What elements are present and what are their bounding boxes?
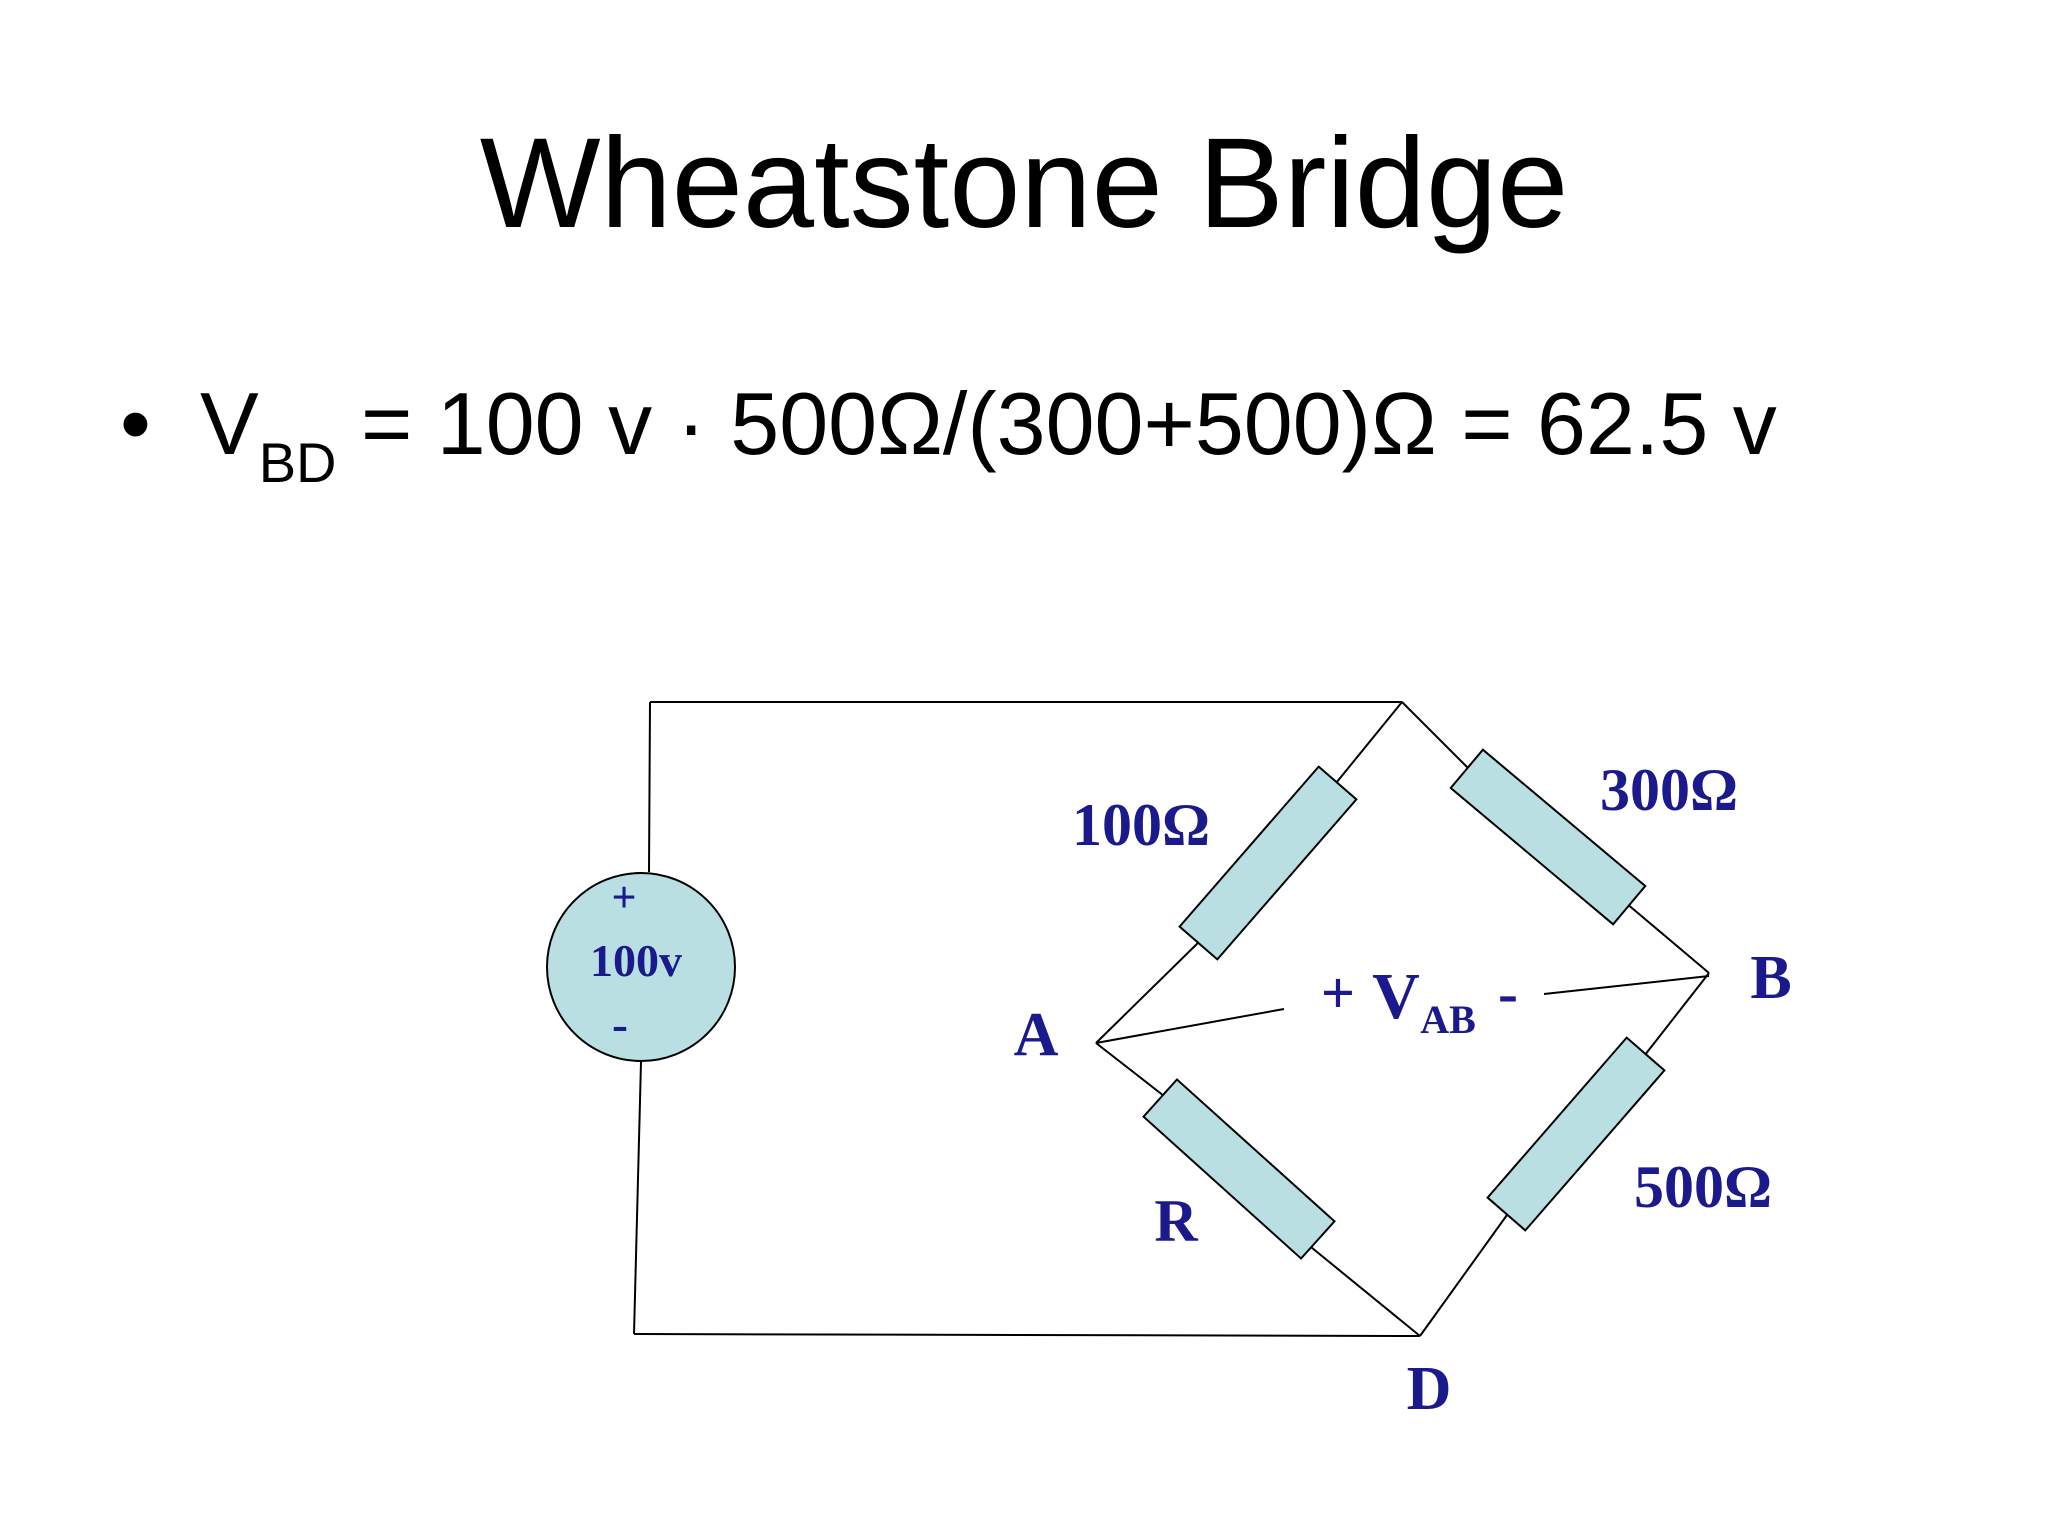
formula-expression: = 100 v · 500Ω/(300+500)Ω = 62.5 v [336,374,1777,473]
wire-300ohm-to-b [1625,902,1710,974]
meter-plus-label: + [1321,960,1355,1026]
wire-top-to-100ohm [1331,701,1403,789]
resistor-300ohm [1449,748,1647,926]
resistor-500ohm [1486,1036,1666,1232]
meter-variable-label: V [1372,960,1420,1033]
wire-left-upper [648,701,651,873]
formula-variable: V [200,374,259,473]
voltage-source [546,872,736,1062]
wire-bottom [633,1333,1421,1337]
source-value-label: 100v [590,935,682,986]
slide-title: Wheatstone Bridge [479,112,1569,255]
node-a-label: A [1014,1001,1059,1069]
wire-meter-left [1095,1008,1285,1044]
wire-500ohm-to-d [1419,1207,1513,1337]
resistor-100ohm [1178,765,1358,961]
wire-b-to-500ohm [1640,972,1710,1061]
meter-variable-subscript: AB [1420,997,1476,1042]
bullet-symbol: • [120,374,151,473]
resistor-500ohm-label: 500Ω [1634,1154,1772,1220]
resistor-100ohm-label: 100Ω [1072,792,1210,858]
resistor-300ohm-label: 300Ω [1600,757,1738,823]
node-d-label: D [1407,1355,1452,1423]
wire-a-to-r [1095,1042,1165,1097]
meter-minus-label: - [1498,960,1518,1026]
source-minus-label: - [612,998,628,1051]
wire-meter-right [1543,975,1710,995]
source-plus-label: + [611,873,636,922]
formula-bullet: •VBD = 100 v · 500Ω/(300+500)Ω = 62.5 v [120,380,1777,491]
wire-r-to-d [1305,1242,1421,1337]
node-b-label: B [1750,944,1791,1012]
resistor-r-label: R [1154,1188,1198,1254]
formula-variable-subscript: BD [258,431,337,494]
wire-100ohm-to-a [1095,937,1204,1044]
wire-left-lower [633,1061,642,1335]
wire-top-to-300ohm [1401,701,1471,771]
resistor-r [1142,1078,1336,1260]
